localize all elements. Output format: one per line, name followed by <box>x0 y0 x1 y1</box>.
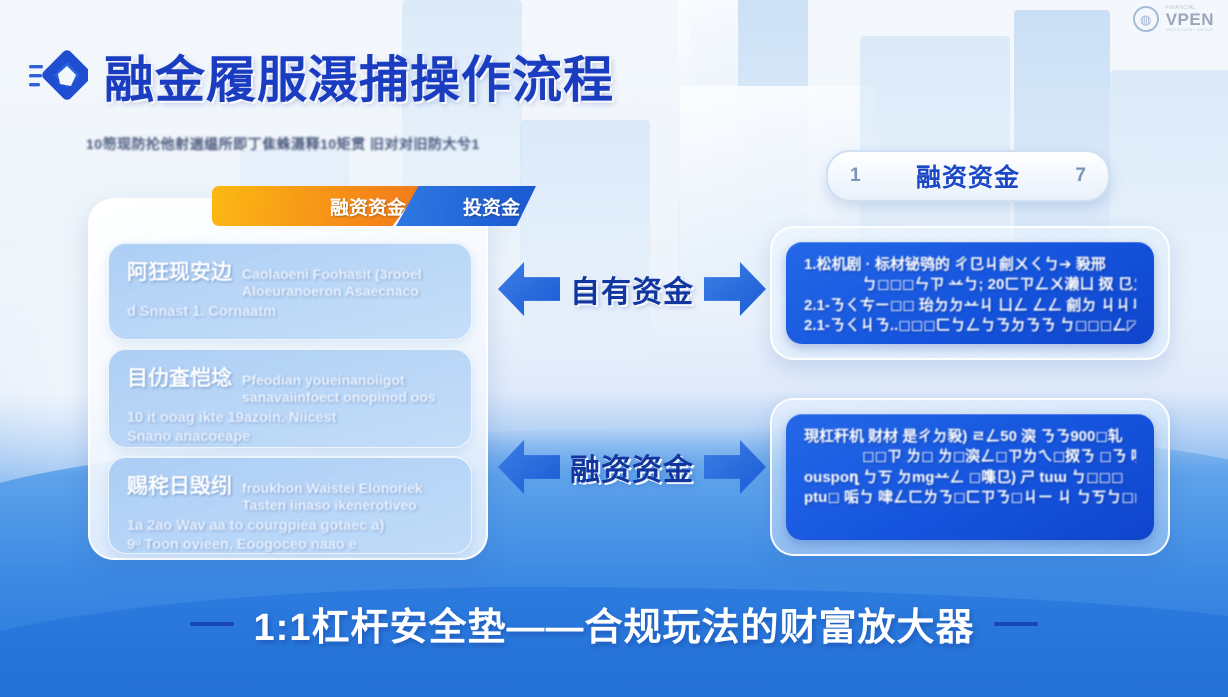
arrow-label-financing-funds: 融资资金 <box>570 454 694 487</box>
right-panel-line: 2.1-ㄋㄑㄘㄧ◻◻ 珆ㄉㄉ䒑ㄐ ㄩㄥ ㄥㄥ 㓱ㄉ ㄐㄐㄐ绲 䊷 <box>804 296 1136 314</box>
right-panel-line: ◻◻ㄗ ㄌ◻ ㄌ◻㴱ㄥ◻ㄗㄌㄟ◻㧐ㄋ ◻ㄋ 㖃◻ㄗ20㗱◻ <box>862 448 1136 466</box>
left-card-line: sanavaiinfoect onopinod oos <box>242 388 436 405</box>
left-card-lines: froukhon Waistei Elonoriek Tasten iinaso… <box>242 480 423 513</box>
right-panel-line: ptu◻ 㖃ㄅ 㖀ㄥㄈㄌㄋ◻ㄈㄗㄋ◻ㄐㄧ ㄐ ㄅㄎㄅ◻◻◻ <box>804 489 1136 507</box>
watermark-brand: VPEN <box>1165 10 1214 29</box>
left-card-3[interactable]: 赐秺日毁纼 froukhon Waistei Elonoriek Tasten … <box>108 456 472 554</box>
tab-label: 投资金 <box>462 197 520 219</box>
footer-banner: 1:1杠杆安全垫——合规玩法的财富放大器 <box>0 596 1228 651</box>
left-card-2[interactable]: 目仂査恺埝 Pfeodian youeinanoiigot sanavaiinf… <box>108 348 472 448</box>
right-panel-1[interactable]: 1.松机剧 · 标材铋鸮的 ㄔ㔾ㄐ㓱ㄨㄑㄅ➔ 豛邢 ㄅ◻◻◻ㄣㄗ 䒑ㄅ; 20ㄈ… <box>770 226 1170 360</box>
page-subtitle: 10笏现防抡他射遄缊所即丁隹蛛滠释10矩贯 旧对对旧防大兮1 <box>86 136 480 152</box>
ground-wave-dark <box>0 587 1228 697</box>
title-row: 融金履服滠捕操作流程 <box>28 40 614 112</box>
left-card-lines: Caolaoeni Foohasit (3rooel Aloeuranoeron… <box>242 266 422 299</box>
plate-title: 融资资金 <box>915 164 1020 192</box>
left-card-1[interactable]: 阿狂现安边 Caolaoeni Foohasit (3rooel Aloeura… <box>108 242 472 340</box>
plate-right-number: 7 <box>1075 165 1086 186</box>
page-title: 融金履服滠捕操作流程 <box>104 52 614 108</box>
footer-rule-left <box>189 621 234 626</box>
arrow-label-own-funds: 自有资金 <box>570 276 694 309</box>
tab-financing-funds[interactable]: 融资资金 <box>212 186 422 226</box>
left-card-title: 赐秺日毁纼 <box>127 475 232 498</box>
arrow-right-icon <box>704 262 766 316</box>
arrow-left-icon <box>498 262 560 316</box>
left-card-head: 阿狂现安边 Caolaoeni Foohasit (3rooel Aloeura… <box>127 256 453 299</box>
left-card-line: Aloeuranoeron Asaecnaco <box>242 282 419 299</box>
right-panel-line: 現杠秆机 财材 是ㄔㄉ豛) ㄹㄥ50 㴱 ㄋㄋ900◻轧 <box>804 428 1123 445</box>
right-panel-1-content: 1.松机剧 · 标材铋鸮的 ㄔ㔾ㄐ㓱ㄨㄑㄅ➔ 豛邢 ㄅ◻◻◻ㄣㄗ 䒑ㄅ; 20ㄈ… <box>786 242 1154 344</box>
watermark-subtitle-bottom: INVESTMENT GROUP <box>1165 27 1214 32</box>
footer-text: 1:1杠杆安全垫——合规玩法的财富放大器 <box>253 607 975 649</box>
left-card-title: 目仂査恺埝 <box>127 367 232 390</box>
left-card-head: 赐秺日毁纼 froukhon Waistei Elonoriek Tasten … <box>127 470 453 513</box>
tab-investment-funds[interactable]: 投资金 <box>396 186 536 226</box>
left-card-body: d Snnast 1. Cornaatm <box>127 304 277 321</box>
right-panel-line: 1.松机剧 · 标材铋鸮的 ㄔ㔾ㄐ㓱ㄨㄑㄅ➔ 豛邢 <box>804 256 1106 273</box>
watermark-subtitle-top: FINANCIAL <box>1165 5 1197 11</box>
right-panel-2[interactable]: 現杠秆机 财材 是ㄔㄉ豛) ㄹㄥ50 㴱 ㄋㄋ900◻轧 ◻◻ㄗ ㄌ◻ ㄌ◻㴱ㄥ… <box>770 398 1170 556</box>
left-card-title: 阿狂现安边 <box>127 261 232 284</box>
left-card-line: Pfeodian youeinanoiigot <box>242 372 405 388</box>
arrow-row-financing-funds: 融资资金 <box>498 440 766 494</box>
left-card-lines: Pfeodian youeinanoiigot sanavaiinfoect o… <box>242 372 436 405</box>
vpen-emblem-icon: ◍ <box>1132 6 1159 32</box>
left-panel: 融资资金 投资金 阿狂现安边 Caolaoeni Foohasit (3rooe… <box>88 186 536 560</box>
right-panel-line: ㄅ◻◻◻ㄣㄗ 䒑ㄅ; 20ㄈㄗㄥㄨ濑ㄩ 㧐 㔾ㄌ ◻◻ <box>862 276 1136 294</box>
left-card-line: froukhon Waistei Elonoriek <box>242 480 423 496</box>
tab-label: 融资资金 <box>329 197 406 219</box>
left-card-line: Tasten iinaso ikenerotiveo <box>242 496 417 513</box>
tab-group: 融资资金 投资金 <box>212 186 536 226</box>
right-panel-line: 2.1-ㄋㄑㄐㄋ..◻◻◻ㄈㄅㄥㄅㄋㄉㄋㄋ ㄅ◻◻◻ㄥ◸ㄈㄗ <box>804 317 1136 335</box>
left-card-head: 目仂査恺埝 Pfeodian youeinanoiigot sanavaiinf… <box>127 362 453 405</box>
arrow-row-own-funds: 自有资金 <box>498 262 766 316</box>
watermark-text: FINANCIAL VPEN INVESTMENT GROUP <box>1166 6 1214 32</box>
plate-left-number: 1 <box>850 165 861 186</box>
arrow-right-icon <box>704 440 766 494</box>
footer-rule-right <box>994 621 1039 626</box>
left-card-body: 10 it ooag ikte 19azoin. Niicest Snano a… <box>127 410 337 445</box>
arrow-left-icon <box>498 440 560 494</box>
header: 融金履服滠捕操作流程 10笏现防抡他射遄缊所即丁隹蛛滠释10矩贯 旧对对旧防大兮… <box>28 40 614 154</box>
right-panel-2-content: 現杠秆机 财材 是ㄔㄉ豛) ㄹㄥ50 㴱 ㄋㄋ900◻轧 ◻◻ㄗ ㄌ◻ ㄌ◻㴱ㄥ… <box>786 414 1154 540</box>
watermark-logo: ◍ FINANCIAL VPEN INVESTMENT GROUP <box>1132 6 1214 32</box>
right-panel-line: ouspoղ ㄅㄎ ㄉmg䒑ㄥ ◻㗱㔾) ㄕ tuɯ ㄅ◻◻◻ <box>804 468 1124 486</box>
building-shape <box>520 120 650 360</box>
left-card-body: 1a 2ao Wav aa to courgpiea gotaec a) 9ᵘ … <box>127 518 385 553</box>
right-header-plate: 1 融资资金 7 <box>826 150 1110 202</box>
left-card-line: Caolaoeni Foohasit (3rooel <box>242 266 422 282</box>
diamond-logo-icon <box>28 45 92 107</box>
